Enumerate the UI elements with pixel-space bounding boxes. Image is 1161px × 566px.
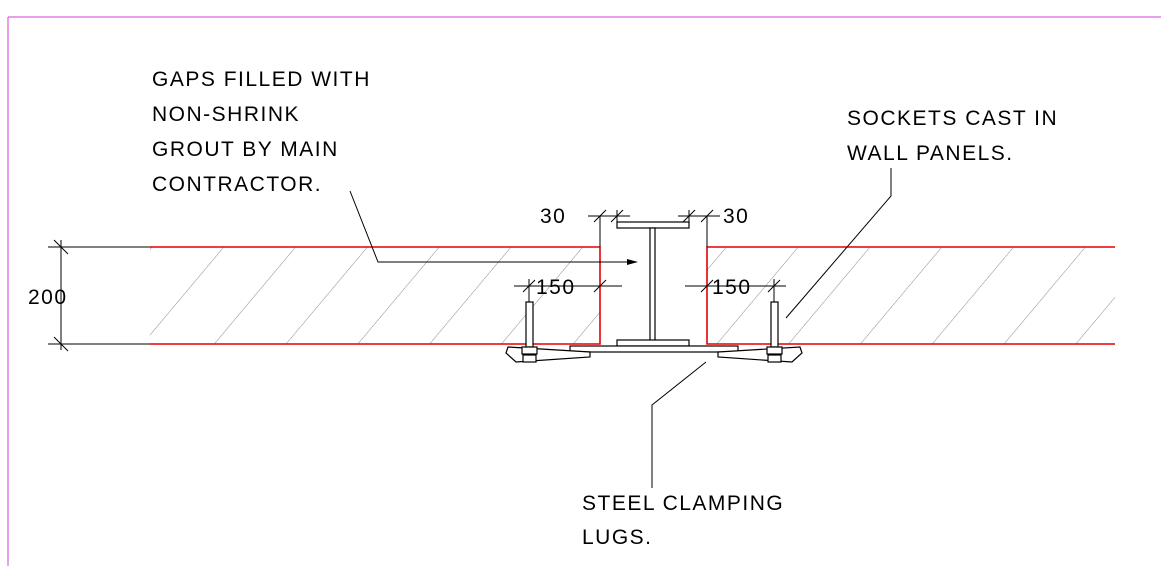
- dimension-200-label: 200: [28, 286, 68, 309]
- note-sockets: SOCKETS CAST IN WALL PANELS.: [785, 107, 1058, 319]
- leader-sockets: [785, 168, 892, 319]
- steel-clamping-lugs: [505, 345, 803, 363]
- leader-grout: [349, 190, 632, 263]
- dimension-socket-left: 150: [514, 276, 622, 302]
- note-sockets-line-2: WALL PANELS.: [847, 142, 1014, 165]
- drawing-frame: [7, 16, 1161, 566]
- leader-grout-arrow: [627, 259, 638, 265]
- note-lugs-line-1: STEEL CLAMPING: [582, 492, 784, 515]
- dimension-gap-right: 30: [678, 205, 749, 247]
- wall-panel-right: [706, 246, 1115, 345]
- note-lugs-line-2: LUGS.: [582, 526, 653, 549]
- note-lugs: STEEL CLAMPING LUGS.: [582, 361, 784, 549]
- wall-panel-left: [150, 246, 601, 345]
- dimension-panel-thickness: 200: [28, 239, 150, 352]
- dimension-30-left-label: 30: [540, 205, 566, 228]
- note-grout-line-3: GROUT BY MAIN: [152, 138, 339, 161]
- leader-lugs: [651, 361, 707, 488]
- note-grout-line-2: NON-SHRINK: [152, 103, 300, 126]
- dimension-150-right-label: 150: [712, 276, 752, 299]
- dimension-gap-left: 30: [540, 205, 630, 247]
- note-grout-line-4: CONTRACTOR.: [152, 173, 322, 196]
- note-grout-line-1: GAPS FILLED WITH: [152, 68, 371, 91]
- dimension-30-right-label: 30: [723, 205, 749, 228]
- steel-i-column: [616, 221, 690, 347]
- note-grout: GAPS FILLED WITH NON-SHRINK GROUT BY MAI…: [152, 68, 638, 265]
- dimension-socket-right: 150: [685, 276, 786, 302]
- dimension-150-left-label: 150: [536, 276, 576, 299]
- note-sockets-line-1: SOCKETS CAST IN: [847, 107, 1058, 130]
